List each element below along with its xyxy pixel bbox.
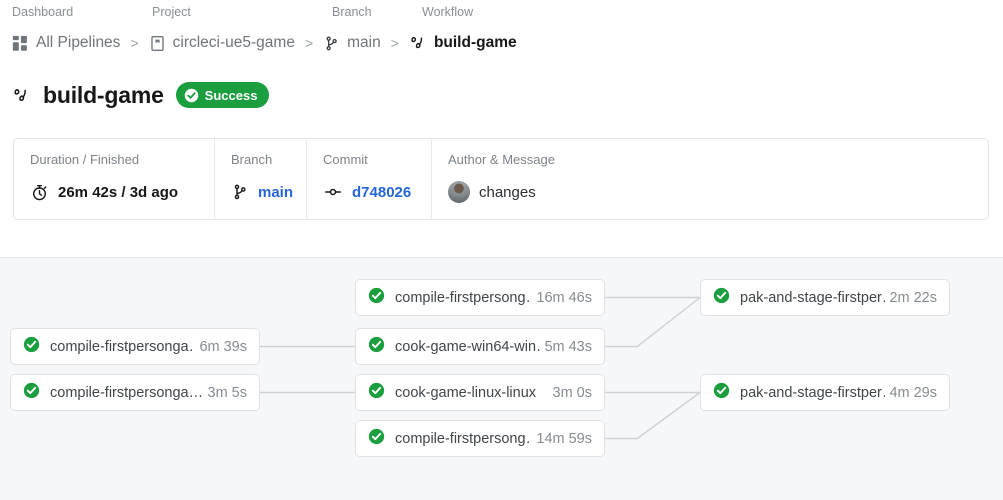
workflow-job-node[interactable]: compile-firstpersong…14m 59s [355,420,605,457]
info-cell-duration: Duration / Finished 26m 42s / 3d ago [14,139,214,219]
breadcrumb-item-label: circleci-ue5-game [172,34,295,51]
info-label-commit: Commit [323,152,368,167]
avatar [448,181,470,203]
info-label-author: Author & Message [448,152,555,167]
breadcrumb-separator: > [130,35,139,51]
breadcrumb-item-circleci-ue5-game[interactable]: circleci-ue5-game [149,34,295,52]
workflow-job-node[interactable]: compile-firstpersong…16m 46s [355,279,605,316]
info-value-branch[interactable]: main [258,183,294,201]
breadcrumb-column-label-0: Dashboard [12,5,74,19]
info-label-branch: Branch [231,152,273,167]
job-duration: 4m 29s [889,384,937,401]
workflow-job-node[interactable]: cook-game-linux-linux 3m 0s [355,374,605,411]
breadcrumb-item-main[interactable]: main [323,34,381,52]
job-duration: 6m 39s [199,338,247,355]
stopwatch-icon [30,183,49,202]
job-status-success-icon [368,336,385,358]
breadcrumb-separator: > [304,35,314,51]
page-title-row: build-game Success [12,78,270,112]
job-duration: 14m 59s [536,430,592,447]
job-status-success-icon [23,336,40,358]
status-badge-label: Success [204,87,258,103]
info-value-commit[interactable]: d748026 [352,183,412,201]
workflow-edge [605,296,701,348]
project-icon [149,35,166,52]
job-name: pak-and-stage-firstper… [740,289,886,306]
breadcrumb-column-label-2: Branch [332,5,372,19]
pipeline-info-card: Duration / Finished 26m 42s / 3d ago Bra… [13,138,989,220]
breadcrumb-item-label: All Pipelines [36,34,121,51]
breadcrumb-bar: Dashboard Project Branch Workflow All Pipel… [0,0,1003,70]
job-name: compile-firstpersong… [395,430,533,447]
job-name: compile-firstpersonga… [50,384,204,401]
info-cell-author: Author & Message changes [431,139,731,219]
info-cell-commit: Commit d748026 [306,139,431,219]
info-label-duration: Duration / Finished [30,152,140,167]
workflow-job-node[interactable]: pak-and-stage-firstper…2m 22s [700,279,950,316]
workflow-job-node[interactable]: cook-game-win64-win…5m 43s [355,328,605,365]
breadcrumb-column-label-1: Project [152,5,191,19]
job-duration: 5m 43s [544,338,592,355]
job-name: pak-and-stage-firstper… [740,384,886,401]
job-duration: 2m 22s [889,289,937,306]
branch-icon [231,183,249,201]
breadcrumb-item-label: main [347,34,381,51]
job-status-success-icon [23,382,40,404]
job-status-success-icon [713,287,730,309]
breadcrumb-separator: > [390,35,399,51]
info-cell-branch: Branch main [214,139,306,219]
breadcrumb-item-label: build-game [433,34,517,51]
workflow-job-node[interactable]: compile-firstpersonga…3m 5s [10,374,260,411]
breadcrumb-column-label-3: Workflow [422,5,474,19]
job-status-success-icon [368,287,385,309]
grid-icon [12,35,29,52]
breadcrumb-item-build-game: build-game [409,34,517,52]
job-name: compile-firstpersonga… [50,338,196,355]
job-status-success-icon [368,382,385,404]
job-name: compile-firstpersong… [395,289,533,306]
page-title: build-game [43,81,164,108]
job-duration: 3m 0s [552,384,593,401]
job-duration: 3m 5s [207,384,248,401]
workflow-icon [12,86,31,105]
info-value-duration: 26m 42s / 3d ago [58,183,179,201]
commit-icon [323,182,343,202]
workflow-edges [260,296,701,440]
workflow-edge [605,391,701,440]
branch-icon [323,35,340,52]
job-status-success-icon [368,428,385,450]
job-status-success-icon [713,382,730,404]
info-value-commit-message: changes [479,183,536,201]
check-circle-icon [184,88,199,103]
job-name: cook-game-linux-linux [395,384,537,401]
status-badge: Success [175,82,270,108]
job-duration: 16m 46s [536,289,592,306]
job-name: cook-game-win64-win… [395,338,541,355]
breadcrumb-item-all-pipelines[interactable]: All Pipelines [12,34,120,52]
breadcrumb: All Pipelines > circleci-ue5-game > main > bui… [12,30,517,56]
workflow-job-node[interactable]: compile-firstpersonga…6m 39s [10,328,260,365]
workflow-job-node[interactable]: pak-and-stage-firstper…4m 29s [700,374,950,411]
workflow-icon [409,34,427,52]
